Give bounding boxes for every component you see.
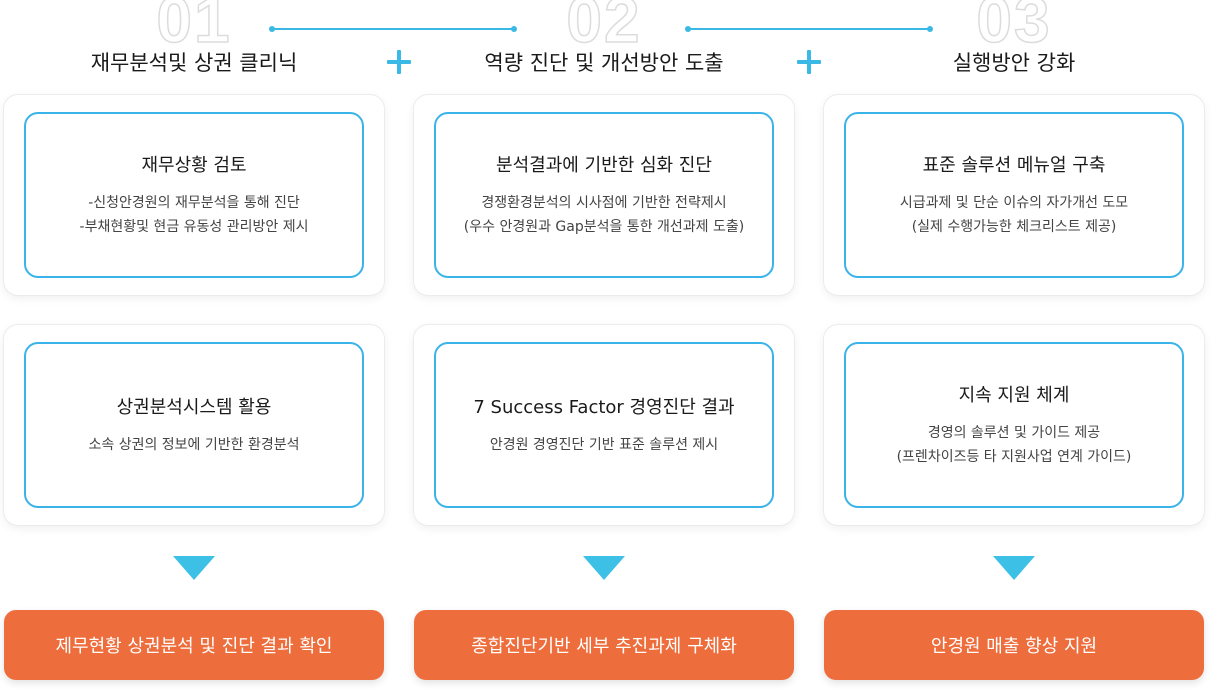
arrow-down-icon [583,556,625,580]
step-column-1: 01 재무분석및 상권 클리닉 재무상황 검토 -신청안경원의 재무분석을 통해… [4,0,384,690]
card-title: 분석결과에 기반한 심화 진단 [496,155,712,176]
step-number: 03 [976,0,1052,56]
plus-icon [385,48,413,76]
card-text: (우수 안경원과 Gap분석을 통한 개선과제 도출) [463,219,745,235]
card-text: (실제 수행가능한 체크리스트 제공) [911,219,1117,235]
card-text: 경쟁환경분석의 시사점에 기반한 전략제시 [481,195,727,211]
step-title: 실행방안 강화 [952,51,1076,75]
step-connector-line [269,26,517,32]
arrow-down-icon [173,556,215,580]
info-card-inner: 표준 솔루션 메뉴얼 구축 시급과제 및 단순 이슈의 자가개선 도모 (실제 … [844,112,1184,278]
arrow-down-icon [993,556,1035,580]
step-column-2: 02 역량 진단 및 개선방안 도출 분석결과에 기반한 심화 진단 경쟁환경분… [414,0,794,690]
info-card: 7 Success Factor 경영진단 결과 안경원 경영진단 기반 표준 … [414,325,794,525]
card-text: 시급과제 및 단순 이슈의 자가개선 도모 [899,195,1129,211]
info-card: 상권분석시스템 활용 소속 상권의 정보에 기반한 환경분석 [4,325,384,525]
card-text: 안경원 경영진단 기반 표준 솔루션 제시 [489,437,719,453]
info-card: 분석결과에 기반한 심화 진단 경쟁환경분석의 시사점에 기반한 전략제시 (우… [414,95,794,295]
info-card-inner: 지속 지원 체계 경영의 솔루션 및 가이드 제공 (프렌차이즈등 타 지원사업… [844,342,1184,508]
card-title: 7 Success Factor 경영진단 결과 [473,397,735,418]
info-card-inner: 7 Success Factor 경영진단 결과 안경원 경영진단 기반 표준 … [434,342,774,508]
step-column-3: 03 실행방안 강화 표준 솔루션 메뉴얼 구축 시급과제 및 단순 이슈의 자… [824,0,1204,690]
info-card-inner: 상권분석시스템 활용 소속 상권의 정보에 기반한 환경분석 [24,342,364,508]
result-bar: 안경원 매출 향상 지원 [824,610,1204,680]
card-text: 경영의 솔루션 및 가이드 제공 [927,425,1101,441]
info-card-inner: 분석결과에 기반한 심화 진단 경쟁환경분석의 시사점에 기반한 전략제시 (우… [434,112,774,278]
card-text: 소속 상권의 정보에 기반한 환경분석 [88,437,300,453]
result-bar: 제무현황 상권분석 및 진단 결과 확인 [4,610,384,680]
step-title: 역량 진단 및 개선방안 도출 [484,51,724,75]
card-title: 지속 지원 체계 [958,385,1070,406]
card-title: 재무상황 검토 [141,155,247,176]
info-card-inner: 재무상황 검토 -신청안경원의 재무분석을 통해 진단 -부채현황및 현금 유동… [24,112,364,278]
card-text: -신청안경원의 재무분석을 통해 진단 [88,195,300,211]
info-card: 지속 지원 체계 경영의 솔루션 및 가이드 제공 (프렌차이즈등 타 지원사업… [824,325,1204,525]
step-connector-line [685,26,933,32]
card-title: 표준 솔루션 메뉴얼 구축 [922,155,1106,176]
card-title: 상권분석시스템 활용 [116,397,272,418]
card-text: (프렌차이즈등 타 지원사업 연계 가이드) [896,449,1132,465]
result-bar: 종합진단기반 세부 추진과제 구체화 [414,610,794,680]
card-text: -부채현황및 현금 유동성 관리방안 제시 [79,219,309,235]
step-number: 01 [156,0,232,56]
info-card: 표준 솔루션 메뉴얼 구축 시급과제 및 단순 이슈의 자가개선 도모 (실제 … [824,95,1204,295]
step-title: 재무분석및 상권 클리닉 [90,51,298,75]
plus-icon [795,48,823,76]
step-number: 02 [566,0,642,56]
info-card: 재무상황 검토 -신청안경원의 재무분석을 통해 진단 -부채현황및 현금 유동… [4,95,384,295]
